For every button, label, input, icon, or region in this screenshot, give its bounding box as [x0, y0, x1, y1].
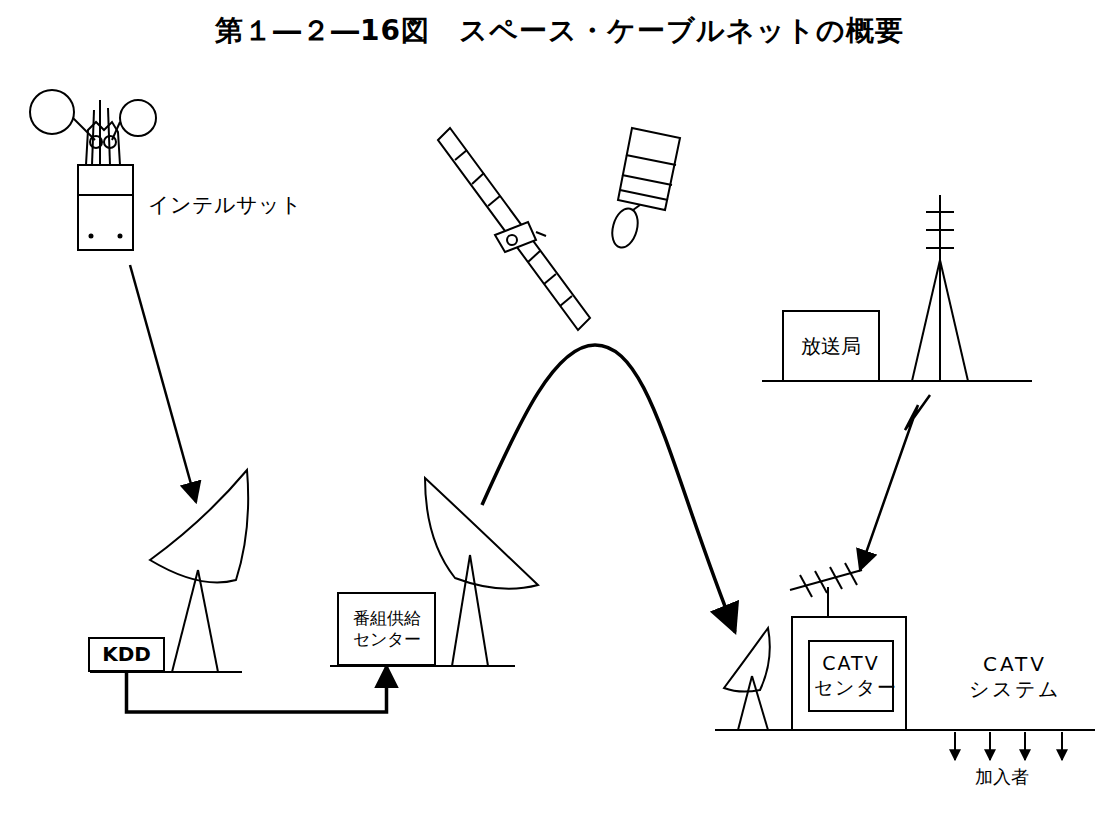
- broadcast-station-box: 放送局: [782, 310, 880, 382]
- diagram-title: 第１―２―16図 スペース・ケーブルネットの概要: [0, 12, 1119, 50]
- broadcast-tower: [762, 195, 1032, 381]
- communication-satellite: [438, 128, 590, 330]
- system-label: CATV システム: [960, 652, 1070, 702]
- program-center-box: 番組供給 センター: [337, 592, 436, 666]
- node-text: 放送局: [801, 334, 861, 359]
- node-text: KDD: [102, 642, 151, 667]
- catv-center: [715, 563, 1095, 760]
- catv-center-box: CATV センター: [808, 640, 894, 712]
- node-text: CATV センター: [814, 652, 888, 700]
- subscriber-label: 加入者: [975, 766, 1029, 789]
- connector: [127, 666, 387, 712]
- satellite-link: [482, 345, 735, 632]
- communication-satellite: [608, 128, 680, 250]
- broadcast-wave: [860, 395, 930, 570]
- node-text: 番組供給 センター: [343, 608, 430, 651]
- uplink-dish: [330, 478, 538, 666]
- satellite-label: インテルサット: [148, 192, 302, 218]
- station-box: KDD: [88, 637, 165, 672]
- intelsat-satellite: [30, 90, 156, 250]
- downlink-arrow: [130, 265, 196, 502]
